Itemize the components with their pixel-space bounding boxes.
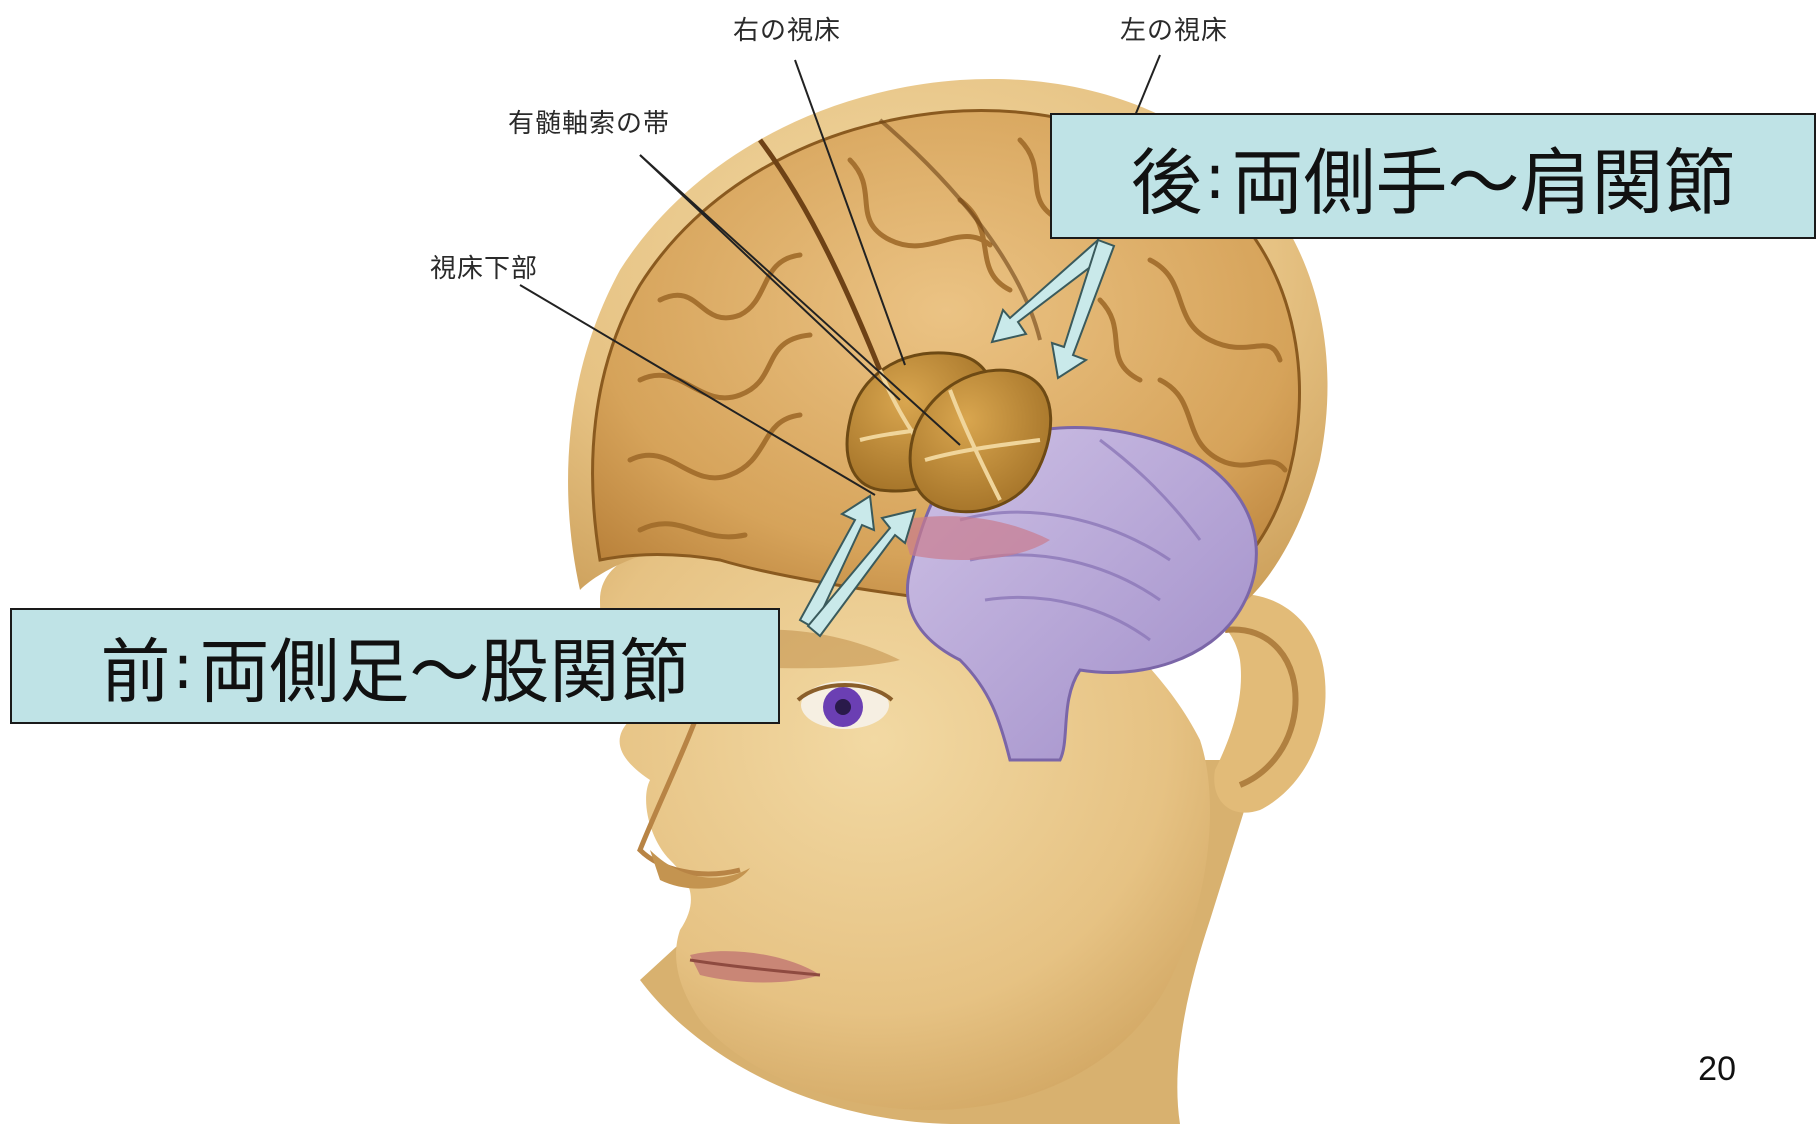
callout-anterior-separator: : [173, 630, 194, 703]
label-right-thalamus: 右の視床 [733, 10, 841, 47]
label-left-thalamus: 左の視床 [1120, 10, 1228, 47]
callout-anterior-prefix: 前 [101, 616, 171, 717]
callout-posterior-text: 両側手～肩関節 [1231, 124, 1735, 229]
label-myelinated-band: 有髄軸索の帯 [508, 103, 670, 140]
callout-anterior-text: 両側足～股関節 [199, 616, 689, 717]
callout-posterior: 後:両側手～肩関節 [1050, 113, 1816, 239]
callout-posterior-prefix: 後 [1131, 124, 1203, 229]
label-hypothalamus: 視床下部 [430, 248, 538, 285]
page-number: 20 [1698, 1050, 1736, 1089]
callout-posterior-separator: : [1205, 140, 1226, 213]
callout-anterior: 前:両側足～股関節 [10, 608, 780, 724]
